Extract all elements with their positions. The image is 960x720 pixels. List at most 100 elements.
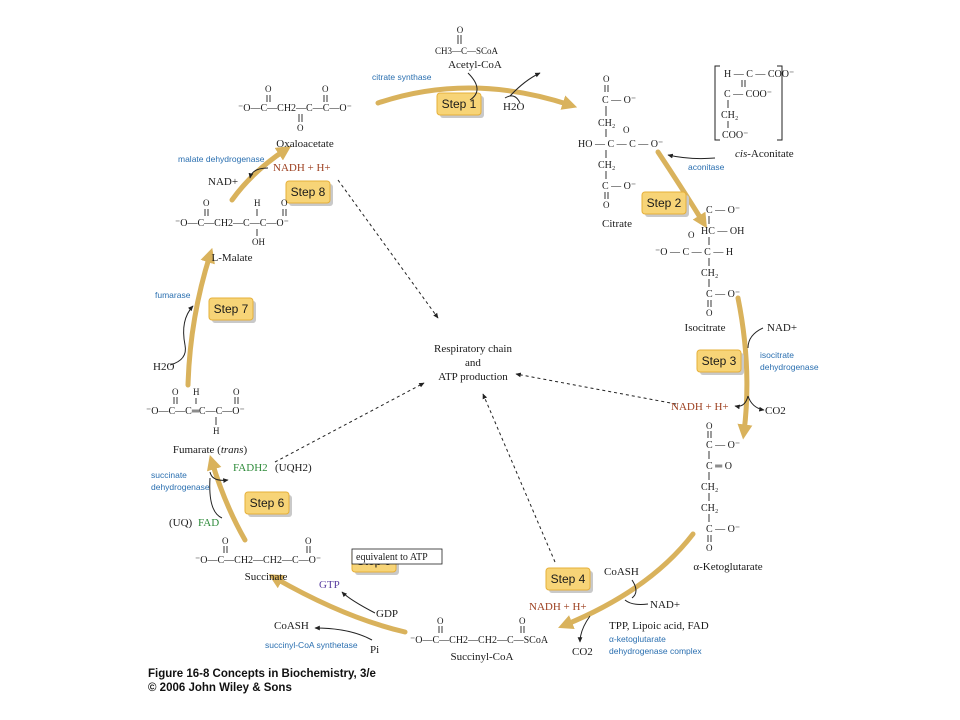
enzyme-step6-b: dehydrogenase: [151, 482, 210, 492]
svg-text:Step 6: Step 6: [250, 496, 285, 510]
step6-box: Step 6: [244, 491, 292, 517]
enzyme-step4-b: dehydrogenase complex: [609, 646, 702, 656]
step3-box: Step 3: [696, 349, 744, 375]
dashed-arrow-step6: [274, 382, 425, 463]
alpha-ketoglutarate-label: α-Ketoglutarate: [693, 561, 762, 573]
svg-text:O: O: [457, 25, 464, 35]
svg-text:O: O: [281, 198, 288, 208]
center-line3: ATP production: [438, 371, 508, 383]
svg-text:O: O: [233, 387, 240, 397]
enzyme-step2: aconitase: [688, 162, 725, 172]
fumarate: O H O ⁻O—C—C═C—C—O⁻ H Fumarate (trans): [146, 387, 247, 456]
svg-text:O: O: [603, 74, 610, 84]
svg-text:O: O: [603, 200, 610, 210]
nad-step4: NAD+: [650, 599, 680, 611]
svg-text:C ═ O: C ═ O: [706, 461, 732, 472]
svg-text:O: O: [172, 387, 179, 397]
svg-text:O: O: [519, 616, 526, 626]
step2-box: Step 2: [641, 191, 689, 217]
svg-text:CH₂: CH₂: [701, 503, 718, 514]
svg-text:C — O⁻: C — O⁻: [602, 95, 636, 106]
center-line2: and: [465, 357, 481, 369]
svg-text:Step 7: Step 7: [214, 302, 249, 316]
svg-text:O: O: [706, 308, 713, 318]
co2-step3: CO2: [765, 405, 786, 417]
svg-text:H: H: [193, 387, 200, 397]
uqh2: (UQH2): [275, 462, 312, 474]
succinate-structure: ⁻O—C—CH2—CH2—C—O⁻: [195, 555, 321, 566]
svg-text:H: H: [213, 426, 220, 436]
oxaloacetate: O O ⁻O—C—CH2—C—C—O⁻ O Oxaloacetate: [238, 84, 352, 150]
svg-text:H — C — COO⁻: H — C — COO⁻: [724, 69, 794, 80]
svg-text:CH₂: CH₂: [721, 110, 738, 121]
svg-text:CH₂: CH₂: [701, 268, 718, 279]
step1-arc: [375, 85, 578, 110]
step1-box: Step 1: [436, 92, 484, 118]
pi: Pi: [370, 644, 379, 656]
acetyl-coa-label: Acetyl-CoA: [448, 59, 502, 71]
gtp: GTP: [319, 579, 340, 591]
acetyl-coa-structure: CH3—C—SCoA: [435, 46, 499, 56]
svg-text:C — O⁻: C — O⁻: [602, 181, 636, 192]
svg-text:CH₂: CH₂: [598, 118, 615, 129]
co2-step4: CO2: [572, 646, 593, 658]
svg-text:Step 2: Step 2: [647, 196, 682, 210]
isocitrate-label: Isocitrate: [685, 322, 726, 334]
succinyl-coa-label: Succinyl-CoA: [451, 651, 514, 663]
svg-text:CH₂: CH₂: [598, 160, 615, 171]
step5-arc: [268, 574, 408, 635]
svg-text:C — COO⁻: C — COO⁻: [724, 89, 772, 100]
svg-text:O: O: [322, 84, 329, 94]
svg-text:CH₂: CH₂: [701, 482, 718, 493]
nad-step3: NAD+: [767, 322, 797, 334]
equiv-atp: equivalent to ATP: [356, 552, 428, 563]
svg-text:C — O⁻: C — O⁻: [706, 440, 740, 451]
svg-text:O: O: [203, 198, 210, 208]
dashed-arrow-step8: [337, 179, 439, 319]
enzyme-step8: malate dehydrogenase: [178, 154, 265, 164]
fumarate-label: Fumarate (trans): [173, 444, 248, 456]
succinate: O O ⁻O—C—CH2—CH2—C—O⁻ Succinate: [195, 536, 321, 583]
svg-text:COO⁻: COO⁻: [722, 130, 748, 141]
acetyl-coa: O CH3—C—SCoA Acetyl-CoA: [435, 25, 502, 71]
uq: (UQ): [169, 517, 193, 529]
alpha-ketoglutarate: O C — O⁻ C ═ O CH₂ CH₂ C — O⁻ O α-Ketogl…: [693, 421, 762, 573]
svg-text:Step 3: Step 3: [702, 354, 737, 368]
cis-aconitate-label: cis-Aconitate: [735, 148, 794, 160]
enzyme-step5: succinyl-CoA synthetase: [265, 640, 358, 650]
oxaloacetate-structure: ⁻O—C—CH2—C—C—O⁻: [238, 103, 352, 114]
step4-arc: [558, 531, 696, 630]
fad: FAD: [198, 517, 219, 529]
enzyme-step4-a: α-ketoglutarate: [609, 634, 666, 644]
malate-structure: ⁻O—C—CH2—C—C—O⁻: [175, 218, 289, 229]
dashed-arrow-step3: [515, 372, 677, 405]
svg-text:O: O: [437, 616, 444, 626]
succinyl-coa-structure: ⁻O—C—CH2—CH2—C—SCoA: [410, 635, 549, 646]
figure-caption: Figure 16-8 Concepts in Biochemistry, 3/…: [148, 667, 376, 695]
svg-text:O: O: [222, 536, 229, 546]
step4-box: Step 4: [545, 567, 593, 593]
nadh-step8: NADH + H+: [273, 162, 331, 174]
step7-box: Step 7: [208, 297, 256, 323]
svg-text:H: H: [254, 198, 261, 208]
svg-text:C — O⁻: C — O⁻: [706, 205, 740, 216]
svg-text:HO — C — C — O⁻: HO — C — C — O⁻: [578, 139, 663, 150]
cis-aconitate: H — C — COO⁻ C — COO⁻ CH₂ COO⁻ cis-Aconi…: [714, 65, 794, 160]
h2o-top: H2O: [503, 101, 524, 113]
svg-text:Step 4: Step 4: [551, 572, 586, 586]
h2o-step7: H2O: [153, 361, 174, 373]
isocitrate: C — O⁻ HC — OH O ⁻O — C — C — H CH₂ C — …: [655, 205, 744, 334]
center-line1: Respiratory chain: [434, 343, 512, 355]
nadh-step4: NADH + H+: [529, 601, 587, 613]
coash-step4: CoASH: [604, 566, 639, 578]
enzyme-step1: citrate synthase: [372, 72, 432, 82]
gdp: GDP: [376, 608, 398, 620]
step6-arc: [206, 454, 248, 543]
caption-line2: © 2006 John Wiley & Sons: [148, 682, 292, 694]
enzyme-step3-a: isocitrate: [760, 350, 794, 360]
svg-text:⁻O — C — C — H: ⁻O — C — C — H: [655, 247, 733, 258]
step7-arc: [185, 247, 215, 388]
step8-arc: [229, 145, 292, 203]
svg-text:O: O: [305, 536, 312, 546]
